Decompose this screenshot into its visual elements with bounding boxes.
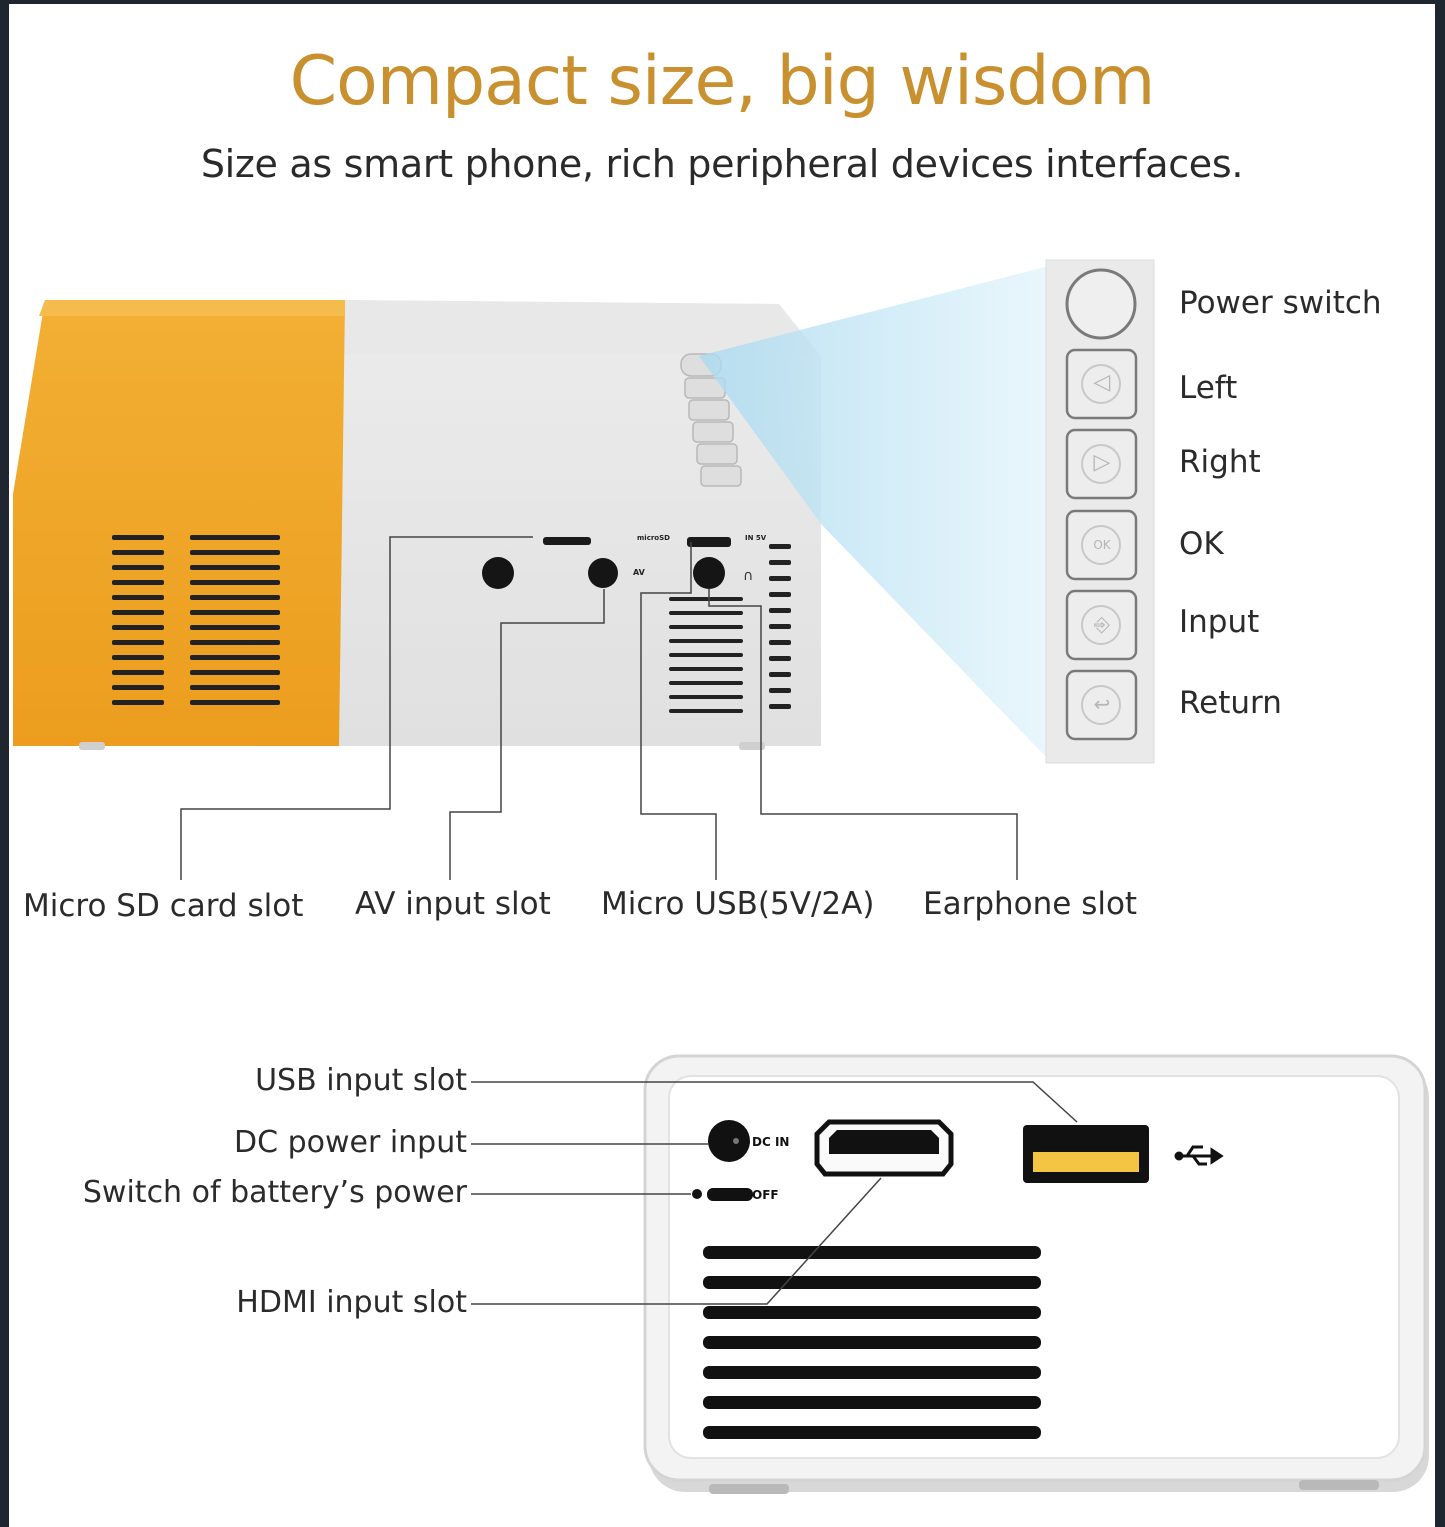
projector-orange-end xyxy=(13,300,345,746)
micro-usb-port-graphic xyxy=(687,537,731,547)
projection-beam xyxy=(699,266,1049,760)
switch-dot xyxy=(692,1189,702,1199)
infographic-canvas: ∩ xyxy=(9,4,1435,1527)
label-usb-input-slot: USB input slot xyxy=(255,1063,467,1098)
control-panel-graphic xyxy=(1045,259,1155,764)
microsd-slot-graphic xyxy=(543,537,591,545)
label-power-switch: Power switch xyxy=(1179,285,1382,321)
projector-orange-top xyxy=(39,300,345,316)
label-microsd-slot: Micro SD card slot xyxy=(23,888,304,924)
usb-icon xyxy=(1174,1145,1224,1166)
projector-top-face xyxy=(339,300,817,354)
orange-vents xyxy=(112,535,280,705)
port-hole xyxy=(482,557,514,589)
headphone-icon: ∩ xyxy=(743,568,753,584)
label-right: Right xyxy=(1179,444,1261,480)
marking-av: AV xyxy=(633,568,645,577)
page-subtitle: Size as smart phone, rich peripheral dev… xyxy=(200,142,1244,186)
projector-side-view: ∩ xyxy=(13,300,1018,880)
label-dc-power-input: DC power input xyxy=(233,1125,467,1160)
input-icon: ⎆ xyxy=(1094,612,1110,636)
av-port-graphic xyxy=(588,558,618,588)
label-av-input-slot: AV input slot xyxy=(355,886,551,922)
marking-microsd: microSD xyxy=(637,534,670,542)
projector-illustration: ∩ xyxy=(13,259,1429,1494)
label-left: Left xyxy=(1179,370,1238,406)
label-battery-switch: Switch of battery’s power xyxy=(82,1175,467,1210)
back-foot xyxy=(709,1484,789,1494)
return-icon: ↩ xyxy=(1093,692,1111,716)
back-vents xyxy=(703,1246,1041,1439)
ok-icon: OK xyxy=(1093,538,1111,552)
label-input: Input xyxy=(1179,604,1260,640)
projector-foot xyxy=(79,742,105,750)
dc-port-graphic xyxy=(708,1120,750,1162)
back-callout-lines xyxy=(471,1081,1078,1305)
marking-in5v: IN 5V xyxy=(745,534,767,542)
projector-foot xyxy=(739,742,765,750)
battery-switch-graphic xyxy=(707,1188,753,1201)
label-earphone-slot: Earphone slot xyxy=(923,886,1138,922)
white-vents xyxy=(669,544,791,713)
earphone-port-graphic xyxy=(693,557,725,589)
page-title: Compact size, big wisdom xyxy=(289,42,1156,121)
label-return: Return xyxy=(1179,685,1282,721)
projector-back-view xyxy=(471,1054,1429,1494)
label-hdmi-input-slot: HDMI input slot xyxy=(236,1285,467,1320)
right-icon: ▷ xyxy=(1093,450,1111,475)
label-micro-usb: Micro USB(5V/2A) xyxy=(601,886,875,922)
side-callout-lines xyxy=(180,536,1018,880)
marking-dc-in: DC IN xyxy=(752,1135,790,1149)
back-foot xyxy=(1299,1480,1379,1490)
label-ok: OK xyxy=(1179,526,1224,562)
marking-off: OFF xyxy=(752,1188,779,1202)
left-icon: ◁ xyxy=(1093,370,1111,395)
